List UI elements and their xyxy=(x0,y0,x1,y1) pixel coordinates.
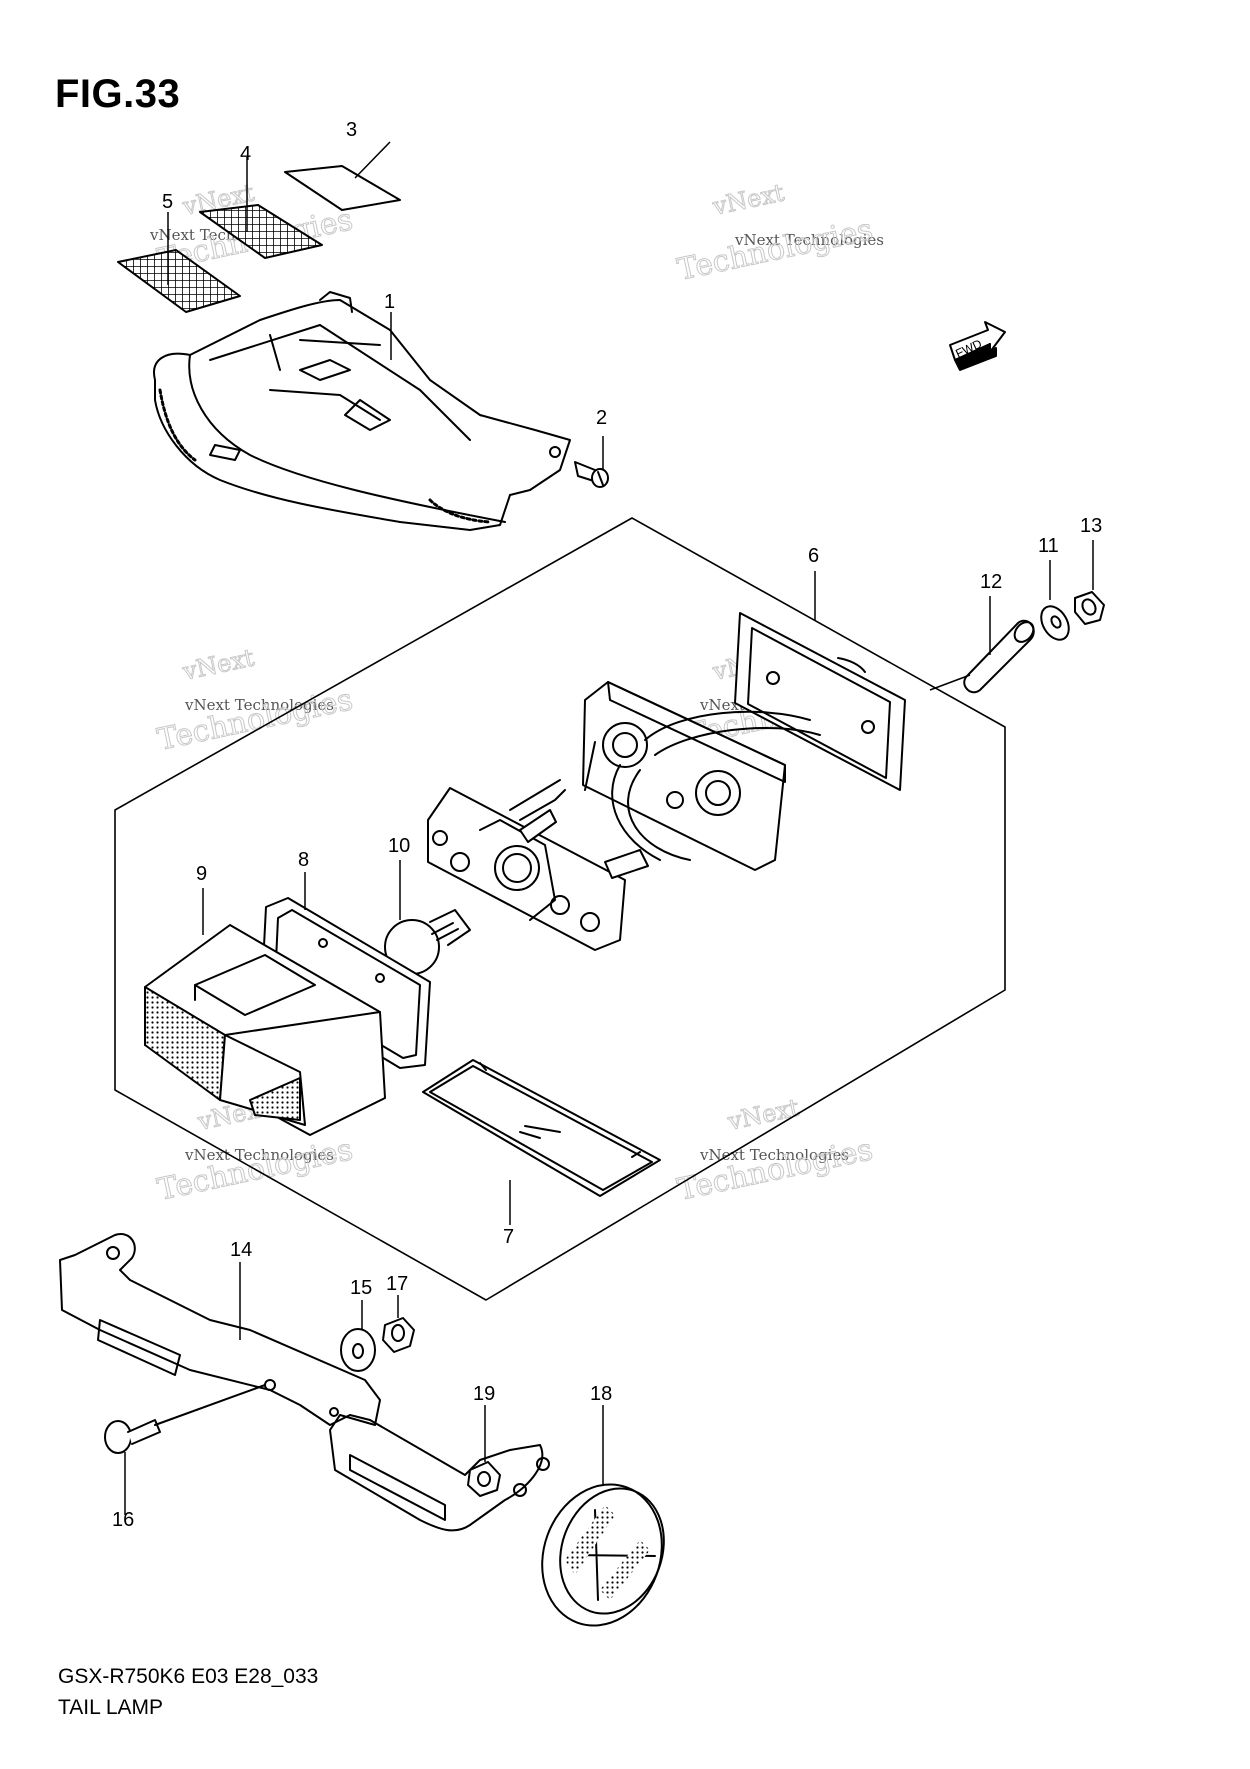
part-19-nut xyxy=(467,1461,501,1497)
watermark: vNext vNext Technologies Technologies xyxy=(674,1093,876,1208)
callout-16: 16 xyxy=(112,1509,134,1531)
callout-14: 14 xyxy=(230,1239,252,1261)
part-5-reflector xyxy=(117,249,241,313)
callout-15: 15 xyxy=(350,1277,372,1299)
svg-text:vNext: vNext xyxy=(724,1093,802,1136)
callout-18: 18 xyxy=(590,1383,612,1405)
svg-text:Technologies: Technologies xyxy=(674,212,875,288)
part-14-bracket xyxy=(59,1233,550,1532)
part-16-bolt xyxy=(104,1384,266,1454)
model-code: GSX-R750K6 E03 E28_033 xyxy=(58,1665,319,1688)
leader-lines xyxy=(124,141,1094,1515)
watermark: vNext vNext Technologies Technologies xyxy=(154,643,356,758)
part-9-lens xyxy=(144,924,386,1136)
callout-11: 11 xyxy=(1038,535,1059,557)
part-1-tail-lamp-housing xyxy=(153,291,571,531)
svg-text:Technologies: Technologies xyxy=(154,682,355,758)
callout-8: 8 xyxy=(298,849,309,871)
part-3-label-sticker xyxy=(284,165,401,211)
callout-3: 3 xyxy=(346,119,357,141)
section-title: TAIL LAMP xyxy=(58,1696,164,1719)
svg-text:vNext: vNext xyxy=(709,178,787,221)
callout-1: 1 xyxy=(384,291,395,313)
part-6-lamp-base xyxy=(734,612,906,791)
part-10-bulb xyxy=(384,909,471,975)
part-12-collar xyxy=(963,619,1035,694)
license-lamp-assembly-outline xyxy=(114,517,1006,1301)
part-4-reflector xyxy=(199,204,323,259)
watermark: vNext vNext Technologies Technologies xyxy=(674,178,884,288)
part-6-wiring-sockets xyxy=(582,681,821,871)
part-13-nut xyxy=(1074,591,1105,625)
svg-text:vNext Technologies: vNext Technologies xyxy=(734,231,884,249)
callout-6: 6 xyxy=(808,545,819,567)
part-15-washer xyxy=(340,1328,376,1372)
callout-12: 12 xyxy=(980,571,1002,593)
part-7-lens-cover xyxy=(422,1059,661,1197)
svg-text:vNext Technologies: vNext Technologies xyxy=(184,696,334,714)
callout-2: 2 xyxy=(596,407,607,429)
forward-direction-arrow xyxy=(949,321,1006,371)
svg-text:vNext: vNext xyxy=(179,643,257,686)
callout-7: 7 xyxy=(503,1226,514,1248)
part-18-round-reflector xyxy=(541,1483,665,1627)
callout-19: 19 xyxy=(473,1383,495,1405)
callout-9: 9 xyxy=(196,863,207,885)
part-17-nut xyxy=(382,1317,415,1353)
part-2-screw xyxy=(574,461,609,488)
callout-labels: 1 2 3 4 5 6 7 8 9 10 11 12 13 14 15 16 1… xyxy=(112,119,1102,1531)
callout-17: 17 xyxy=(386,1273,408,1295)
callout-10: 10 xyxy=(388,835,410,857)
callout-4: 4 xyxy=(240,143,251,165)
part-11-washer xyxy=(1040,605,1070,641)
part-6-socket-plate xyxy=(427,779,649,951)
callout-5: 5 xyxy=(162,191,173,213)
callout-13: 13 xyxy=(1080,515,1102,537)
figure-title: FIG.33 xyxy=(55,72,181,116)
